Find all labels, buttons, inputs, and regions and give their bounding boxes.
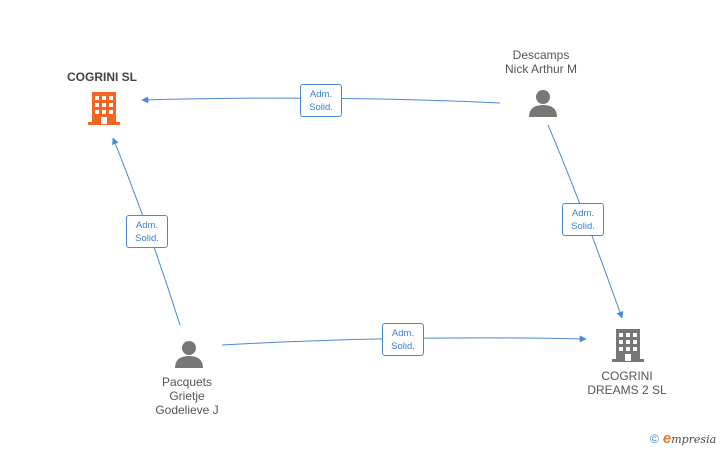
building-icon[interactable]	[87, 90, 121, 126]
edge-label-adm-solid[interactable]: Adm. Solid.	[562, 203, 604, 236]
edge-label-adm-solid[interactable]: Adm. Solid.	[300, 84, 342, 117]
node-label-descamps[interactable]: Descamps Nick Arthur M	[504, 48, 577, 76]
copyright-icon: ©	[650, 431, 659, 446]
building-icon[interactable]	[611, 327, 645, 363]
brand-logo-text: mpresia	[671, 433, 717, 446]
edge-label-adm-solid[interactable]: Adm. Solid.	[382, 323, 424, 356]
node-label-cogrini-sl[interactable]: COGRINI SL	[66, 70, 137, 84]
node-label-cogrini-dreams[interactable]: COGRINI DREAMS 2 SL	[587, 369, 667, 397]
empresia-watermark: © empresia	[650, 430, 716, 447]
brand-logo-letter: e	[662, 430, 672, 447]
person-icon[interactable]	[527, 87, 559, 119]
edge-label-adm-solid[interactable]: Adm. Solid.	[126, 215, 168, 248]
node-label-pacquets[interactable]: Pacquets Grietje Godelieve J	[155, 375, 219, 417]
person-icon[interactable]	[173, 338, 205, 370]
